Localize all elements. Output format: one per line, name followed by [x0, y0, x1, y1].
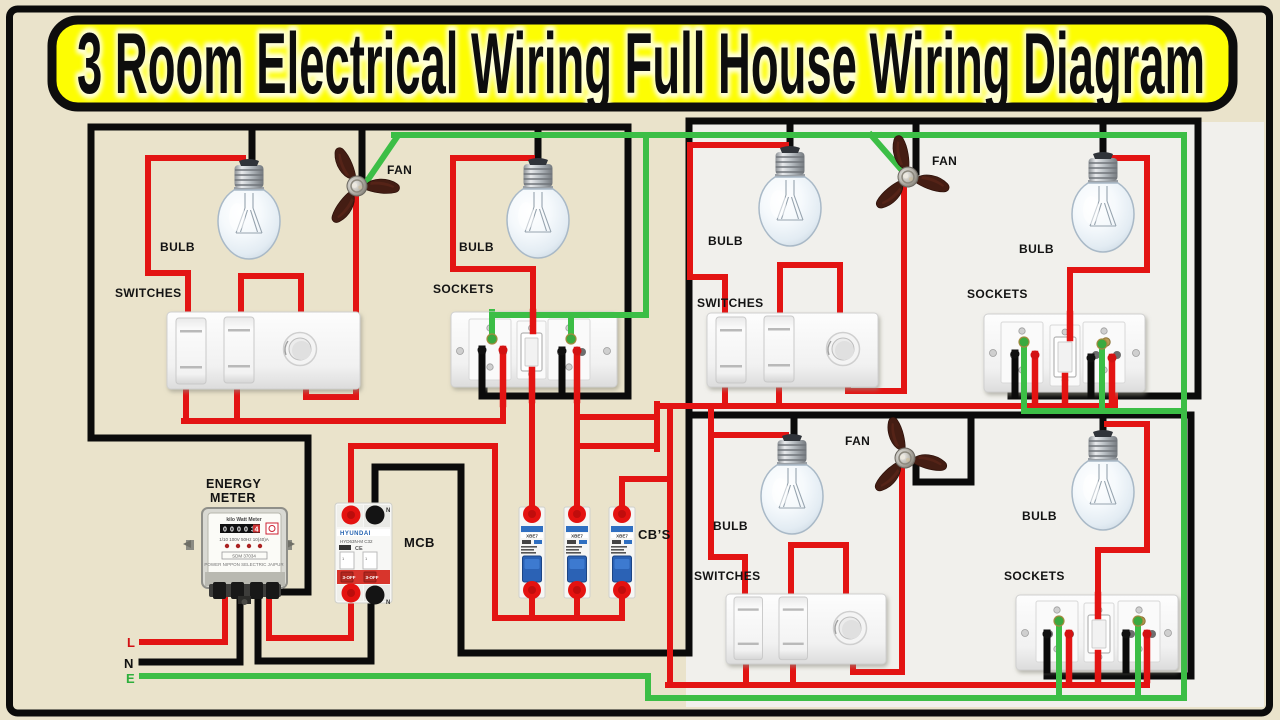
svg-text:N: N	[386, 600, 390, 606]
svg-text:3 Room Electrical Wiring Full: 3 Room Electrical Wiring Full House Wiri…	[77, 16, 1205, 112]
svg-text:HYUNDAI: HYUNDAI	[340, 531, 371, 537]
svg-text:FAN: FAN	[387, 163, 412, 177]
svg-text:4: 4	[255, 527, 259, 534]
svg-text:N: N	[386, 508, 390, 514]
svg-text:BULB: BULB	[459, 240, 494, 254]
svg-text:3-OFF: 3-OFF	[366, 575, 379, 580]
svg-text:SOCKETS: SOCKETS	[967, 287, 1028, 301]
svg-text:0: 0	[230, 527, 234, 534]
svg-text:SOCKETS: SOCKETS	[433, 282, 494, 296]
svg-text:kilo Watt Meter: kilo Watt Meter	[226, 517, 261, 523]
svg-text:BULB: BULB	[1022, 509, 1057, 523]
svg-text:BULB: BULB	[1019, 242, 1054, 256]
svg-text:SWITCHES: SWITCHES	[694, 569, 761, 583]
svg-text:0: 0	[244, 527, 248, 534]
svg-text:ENERGY: ENERGY	[206, 477, 261, 491]
svg-text:FAN: FAN	[845, 434, 870, 448]
svg-text:POWER NIPPON SELECTRIC JAIPUR: POWER NIPPON SELECTRIC JAIPUR	[204, 562, 284, 567]
svg-text:N: N	[124, 656, 134, 671]
svg-text:L: L	[127, 635, 135, 650]
svg-text:BULB: BULB	[708, 234, 743, 248]
svg-text:E: E	[126, 671, 135, 686]
svg-text:1: 1	[342, 556, 345, 561]
svg-text:SDM 37034: SDM 37034	[232, 554, 256, 559]
svg-text:3 Room Electrical Wiring Full: 3 Room Electrical Wiring Full House Wiri…	[77, 16, 1205, 112]
svg-text:SWITCHES: SWITCHES	[115, 286, 182, 300]
svg-text:METER: METER	[210, 491, 256, 505]
svg-text:BULB: BULB	[160, 240, 195, 254]
svg-text:CB’S: CB’S	[638, 527, 671, 542]
svg-text:SWITCHES: SWITCHES	[697, 296, 764, 310]
svg-text:MCB: MCB	[404, 535, 435, 550]
svg-text:CE: CE	[355, 546, 363, 552]
svg-text:0: 0	[237, 527, 241, 534]
svg-text:BULB: BULB	[713, 519, 748, 533]
svg-text:3-OFF: 3-OFF	[343, 575, 356, 580]
svg-text:HYD63N-M C32: HYD63N-M C32	[340, 539, 373, 544]
svg-text:FAN: FAN	[932, 154, 957, 168]
svg-text:1/10 100V 50Hz 10(40)A: 1/10 100V 50Hz 10(40)A	[219, 537, 269, 542]
svg-text:0: 0	[223, 527, 227, 534]
svg-text:SOCKETS: SOCKETS	[1004, 569, 1065, 583]
svg-text:1: 1	[365, 556, 368, 561]
